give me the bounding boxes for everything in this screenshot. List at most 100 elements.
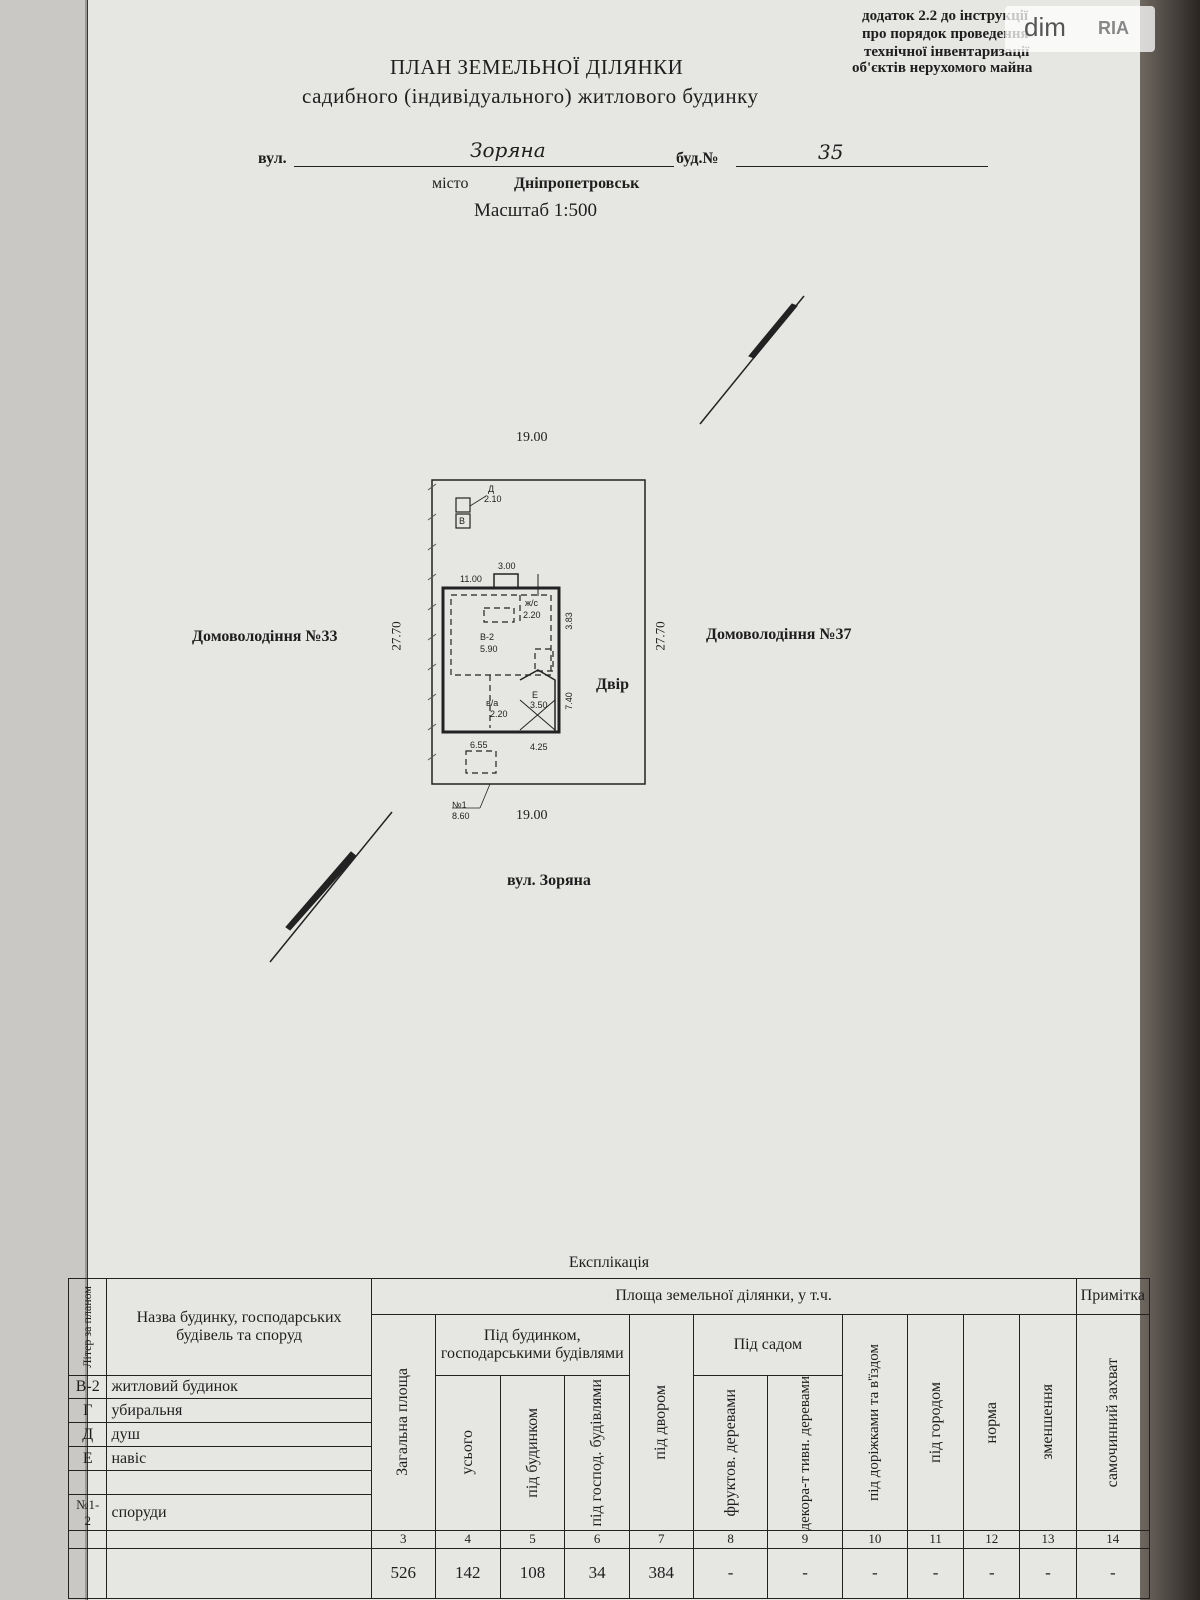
street-bottom-label: вул. Зоряна <box>507 872 591 889</box>
ws-area: 2.20 <box>523 610 541 620</box>
street-underline <box>294 166 674 167</box>
row-name <box>106 1470 372 1496</box>
row-letter: В-2 <box>67 1374 108 1400</box>
col-number: 6 <box>564 1529 630 1549</box>
row-letter: Е <box>67 1446 108 1472</box>
value-yard: 384 <box>628 1547 694 1599</box>
col-total: Загальна площа <box>370 1313 436 1531</box>
row-letter: №1-2 <box>67 1494 108 1531</box>
col-number: 8 <box>692 1529 769 1549</box>
col-number: 11 <box>906 1529 965 1549</box>
col-letter: Літер за планом <box>67 1277 108 1376</box>
value-self: - <box>1075 1547 1151 1599</box>
neighbor-right: Домоволодіння №37 <box>706 626 852 643</box>
col-number: 4 <box>434 1529 501 1549</box>
document-subtitle: садибного (індивідуального) житлового бу… <box>302 84 759 108</box>
value-total: 526 <box>370 1547 436 1599</box>
row-name: житловий будинок <box>106 1374 372 1400</box>
city-label: місто <box>432 175 469 192</box>
street-label: вул. <box>258 150 287 167</box>
neighbor-left: Домоволодіння №33 <box>192 628 338 645</box>
site-plan-drawing <box>269 295 805 963</box>
binding-strip <box>0 0 87 1600</box>
watermark-dim: dim <box>1024 12 1066 42</box>
shower-label: Д <box>488 484 495 494</box>
plot-right-depth: 27.70 <box>652 621 668 651</box>
row-name: споруди <box>106 1494 372 1531</box>
plot-bottom-width: 19.00 <box>516 808 548 823</box>
empty-cell <box>106 1547 372 1599</box>
wa-label: в/а <box>486 698 499 708</box>
canopy-area: 3.50 <box>530 700 548 710</box>
col-number: 9 <box>767 1529 843 1549</box>
col-self: самочинний захват <box>1075 1313 1151 1531</box>
value-paths: - <box>841 1547 908 1599</box>
row-name: убиральня <box>106 1398 372 1424</box>
col-number: 7 <box>628 1529 694 1549</box>
col-number: 3 <box>370 1529 436 1549</box>
dim-3: 3.00 <box>498 561 516 571</box>
col-paths: під доріжками та в'їздом <box>841 1313 908 1531</box>
table-title: Експлікація <box>68 1248 1150 1279</box>
ws-label: ж/с <box>525 598 539 608</box>
col-fruit: фруктов. деревами <box>692 1374 769 1531</box>
row-name: душ <box>106 1422 372 1448</box>
plot-left-depth: 27.70 <box>388 621 404 651</box>
gate-value: 8.60 <box>452 811 470 821</box>
row-letter: Г <box>67 1398 108 1424</box>
dim-383: 3.83 <box>563 612 574 630</box>
dim-655: 6.55 <box>470 740 488 750</box>
value-decor: - <box>767 1547 843 1599</box>
col-house: під будинком <box>499 1374 566 1531</box>
street-value: Зоряна <box>470 138 546 162</box>
value-veg: - <box>906 1547 965 1599</box>
empty-cell <box>67 1529 108 1549</box>
col-veg: під городом <box>906 1313 965 1531</box>
scale-text: Масштаб 1:500 <box>474 200 598 221</box>
row-letter: Д <box>67 1422 108 1448</box>
value-reduce: - <box>1019 1547 1077 1599</box>
appendix-line-3: технічної інвентаризації <box>864 44 1030 60</box>
city-value: Дніпропетровськ <box>514 175 640 192</box>
building-underline <box>736 166 988 167</box>
dim-11: 11.00 <box>460 574 482 584</box>
building-value: 35 <box>818 140 844 164</box>
gate-label: №1 <box>452 800 467 810</box>
appendix-line-1: додаток 2.2 до інструкції <box>862 8 1029 24</box>
appendix-line-4: об'єктів нерухомого майна <box>852 60 1033 76</box>
col-number: 13 <box>1019 1529 1077 1549</box>
value-all: 142 <box>434 1547 501 1599</box>
house-area: 5.90 <box>480 644 498 654</box>
empty-cell <box>67 1547 108 1599</box>
explication-table: Експлікація Літер за планом Назва будинк… <box>67 1248 1151 1599</box>
col-number: 10 <box>841 1529 908 1549</box>
col-area-group: Площа земельної ділянки, у т.ч. <box>370 1277 1077 1315</box>
col-note: Примітка <box>1075 1277 1151 1315</box>
value-fruit: - <box>692 1547 769 1599</box>
wa-area: 2.20 <box>490 709 508 719</box>
background-edge <box>1140 0 1200 1600</box>
value-outbuild: 34 <box>564 1547 630 1599</box>
value-norm: - <box>963 1547 1021 1599</box>
col-name: Назва будинку, господарських будівель та… <box>106 1277 372 1376</box>
value-house: 108 <box>499 1547 566 1599</box>
col-under-buildings: Під будинком, господарськими будівлями <box>434 1313 630 1376</box>
house-label: В-2 <box>480 632 495 642</box>
row-name: навіс <box>106 1446 372 1472</box>
col-outbuild: під господ. будівлями <box>564 1374 630 1531</box>
building-label: буд.№ <box>676 150 719 167</box>
shower-area: 2.10 <box>484 494 502 504</box>
dim-740: 7.40 <box>563 692 574 710</box>
col-decor: декора-т тивн. деревами <box>767 1374 843 1531</box>
plot-top-width: 19.00 <box>516 430 548 445</box>
empty-cell <box>106 1529 372 1549</box>
dim-425: 4.25 <box>530 742 548 752</box>
toilet-label: В <box>459 516 466 526</box>
col-yard: під двором <box>628 1313 694 1531</box>
col-all: усього <box>434 1374 501 1531</box>
appendix-line-2: про порядок проведення <box>862 26 1029 42</box>
col-number: 5 <box>499 1529 566 1549</box>
canopy-label: Е <box>532 690 539 700</box>
col-reduce: зменшення <box>1019 1313 1077 1531</box>
